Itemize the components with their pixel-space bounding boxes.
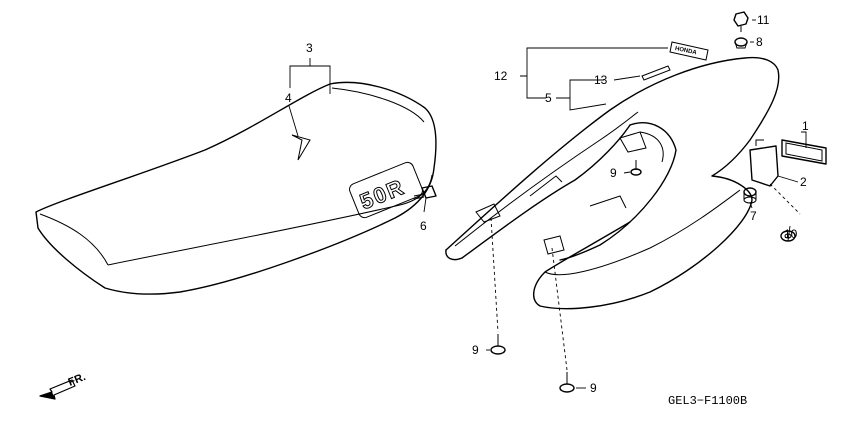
screw-9-left: [490, 334, 506, 355]
diagram-code: GEL3−F1100B: [668, 394, 747, 408]
grommet-7: [743, 187, 757, 204]
front-direction-arrow-icon: [39, 379, 76, 400]
callout-5: 5: [545, 91, 552, 105]
callout-7: 7: [750, 209, 757, 223]
callout-10: 10: [784, 227, 798, 241]
direction-label: FR.: [67, 371, 88, 389]
screw-9-bottom: [559, 372, 575, 393]
callout-12: 12: [494, 69, 508, 83]
screw-9-upper: [630, 160, 642, 176]
callout-9-upper: 9: [610, 166, 617, 180]
assembly-line-bracket: [769, 183, 801, 215]
assembly-line-left: [490, 217, 499, 333]
callout-1: 1: [802, 119, 809, 133]
callout-6: 6: [420, 219, 427, 233]
reflector-bracket: [749, 139, 779, 187]
honda-emblem: HONDA: [669, 41, 709, 61]
callout-4: 4: [285, 91, 292, 105]
rear-cowl: [445, 56, 780, 310]
stripe-decal: [641, 65, 671, 81]
bolt-11: [733, 11, 749, 32]
callout-13: 13: [594, 73, 608, 87]
assembly-line-bottom: [551, 247, 568, 371]
callout-3: 3: [306, 41, 313, 55]
leader-lines: [288, 19, 807, 389]
callout-9-bottom: 9: [590, 381, 597, 395]
honda-emblem-text: HONDA: [674, 46, 697, 57]
bolt-6: [413, 185, 437, 200]
callout-11: 11: [757, 13, 770, 27]
nut-8: [734, 37, 748, 49]
callout-9-left: 9: [472, 343, 479, 357]
callout-8: 8: [756, 35, 763, 49]
seat-badge: 50R: [349, 161, 423, 219]
tail-reflector: [781, 139, 827, 165]
seat: [35, 81, 437, 295]
callout-2: 2: [800, 175, 807, 189]
